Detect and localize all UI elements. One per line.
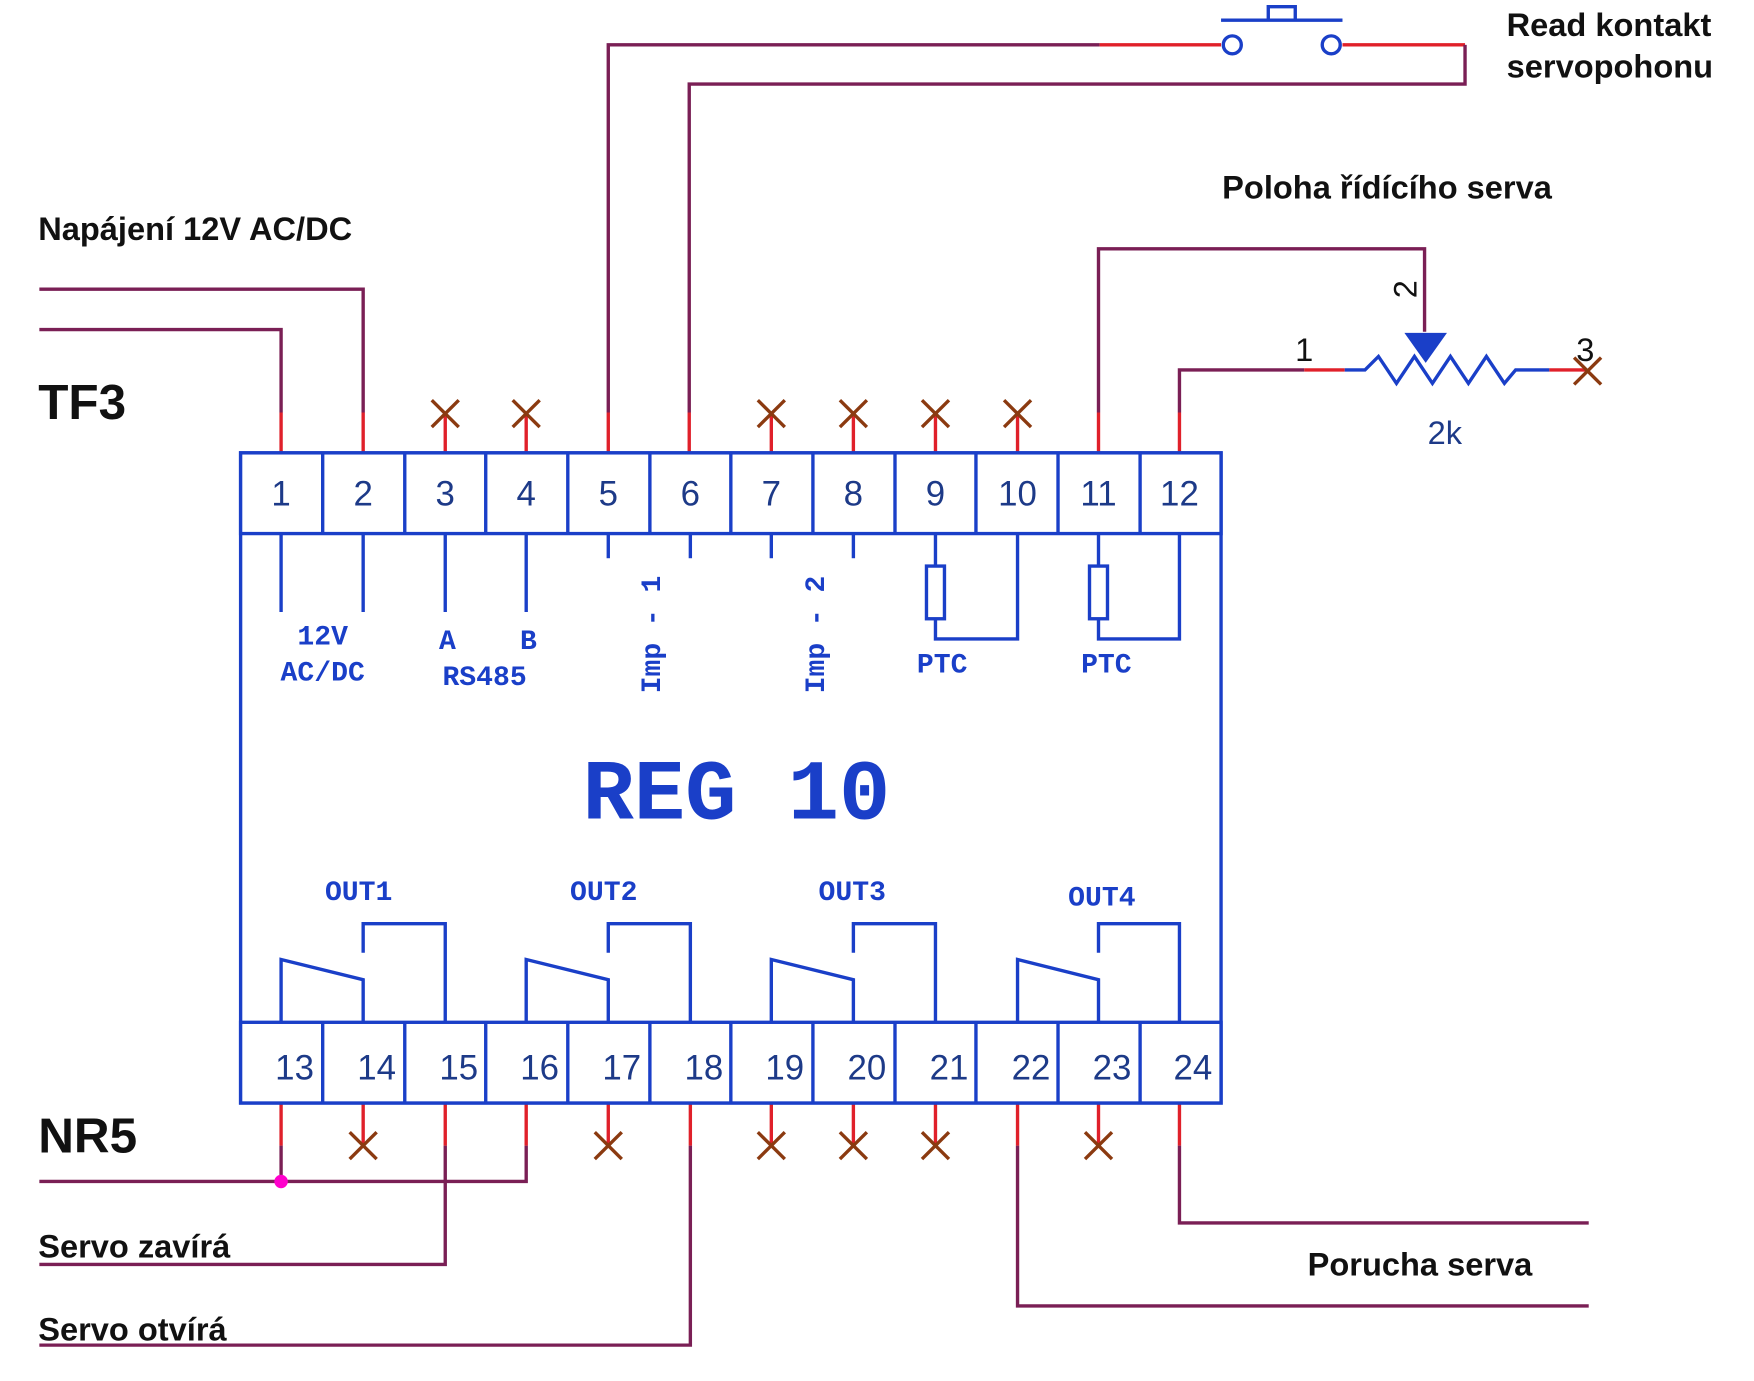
unused-marker-t4: [511, 398, 541, 429]
label-servo-closes: Servo zavírá: [38, 1229, 231, 1265]
relay-out1: [279, 921, 447, 1023]
label-out3: OUT3: [819, 878, 886, 909]
label-out1: OUT1: [325, 878, 392, 909]
unused-marker-t8: [838, 398, 869, 429]
unused-marker-t3: [430, 398, 460, 429]
terminal-3: 3: [436, 475, 455, 514]
unused-marker-t19: [756, 1130, 786, 1161]
potentiometer: [1344, 332, 1586, 387]
label-rs485-a: A: [439, 627, 456, 658]
device-title: REG 10: [583, 747, 891, 844]
terminal-19: 19: [765, 1049, 804, 1088]
reg10-device: [238, 451, 1223, 1105]
label-imp-1: Imp - 1: [638, 576, 669, 694]
unused-marker-t7: [756, 398, 786, 429]
wire-power-terminal-2: [39, 287, 365, 413]
read-contact-switch: [1221, 5, 1343, 56]
wire-power-terminal-1: [39, 327, 283, 413]
terminal-9: 9: [926, 475, 945, 514]
label-servo-fault: Porucha serva: [1308, 1247, 1534, 1283]
terminal-13: 13: [275, 1049, 314, 1088]
relay-out2: [524, 921, 693, 1023]
label-read-contact-2: servopohonu: [1507, 48, 1713, 84]
terminal-15: 15: [439, 1049, 478, 1088]
label-nr5: NR5: [38, 1108, 137, 1163]
label-ptc-1: PTC: [917, 651, 968, 682]
terminal-4: 4: [517, 475, 536, 514]
terminal-16: 16: [520, 1049, 559, 1088]
label-pot-value: 2k: [1428, 415, 1463, 451]
ptc-sensor-2: [1087, 533, 1182, 641]
unused-marker-t21: [920, 1130, 951, 1161]
unused-marker-t14: [348, 1130, 378, 1161]
wire-servo-opens: [39, 1145, 693, 1347]
terminal-14: 14: [357, 1049, 396, 1088]
label-power-12v: 12V: [297, 623, 348, 654]
terminal-2: 2: [353, 475, 372, 514]
label-servo-opens: Servo otvírá: [38, 1312, 227, 1348]
wire-servo-fault-terminal-22: [1015, 1145, 1589, 1308]
unused-marker-t17: [593, 1130, 623, 1161]
top-terminal-numbers: 1 2 3 4 5 6 7 8 9 10 11 12: [271, 475, 1198, 514]
wire-nr5-common: [39, 1145, 528, 1184]
ptc-sensor-1: [924, 533, 1020, 641]
terminal-10: 10: [998, 475, 1037, 514]
terminal-stubs: [279, 412, 1182, 1146]
terminal-22: 22: [1012, 1049, 1051, 1088]
label-pot-pin3: 3: [1576, 332, 1594, 368]
external-wiring: [39, 5, 1589, 1347]
unused-markers: [348, 356, 1603, 1161]
unused-marker-t23: [1083, 1130, 1114, 1161]
terminal-1: 1: [271, 475, 290, 514]
label-out2: OUT2: [570, 878, 637, 909]
label-out4: OUT4: [1068, 884, 1135, 915]
label-pot-pin1: 1: [1295, 332, 1313, 368]
relay-out3: [769, 921, 938, 1023]
terminal-5: 5: [599, 475, 618, 514]
junction-dot: [274, 1174, 288, 1189]
terminal-11: 11: [1080, 475, 1116, 514]
label-power-acdc: AC/DC: [281, 658, 365, 689]
label-imp-2: Imp - 2: [802, 576, 833, 694]
wire-servo-fault-terminal-24: [1177, 1145, 1589, 1225]
terminal-23: 23: [1093, 1049, 1132, 1088]
internal-labels: 12V AC/DC A B RS485 Imp - 1 Imp - 2 PTC …: [281, 576, 1136, 915]
unused-marker-t20: [838, 1130, 869, 1161]
label-ptc-2: PTC: [1081, 651, 1132, 682]
terminal-24: 24: [1174, 1049, 1213, 1088]
label-servo-position: Poloha řídícího serva: [1222, 169, 1553, 205]
terminal-17: 17: [602, 1049, 641, 1088]
unused-marker-t10: [1002, 398, 1033, 429]
wire-servo-closes: [39, 1145, 447, 1267]
wire-pot-pin1-terminal-12: [1177, 368, 1305, 413]
terminal-8: 8: [844, 475, 863, 514]
terminal-12: 12: [1160, 475, 1199, 514]
terminal-6: 6: [681, 475, 700, 514]
relay-out4: [1015, 921, 1182, 1023]
wire-pot-wiper-terminal-11: [1096, 247, 1427, 413]
external-labels: Napájení 12V AC/DC TF3 NR5 Servo zavírá …: [38, 7, 1713, 1348]
wire-read-contact-terminal-5: [606, 43, 1100, 413]
bottom-terminal-numbers: 13 14 15 16 17 18 19 20 21 22 23 24: [275, 1049, 1212, 1088]
label-pot-pin2: 2: [1388, 280, 1424, 298]
label-rs485: RS485: [442, 663, 526, 694]
terminal-20: 20: [847, 1049, 886, 1088]
label-tf3: TF3: [38, 375, 126, 430]
label-rs485-b: B: [520, 627, 537, 658]
terminal-18: 18: [684, 1049, 723, 1088]
terminal-7: 7: [762, 475, 781, 514]
device-body: [238, 451, 1223, 1105]
label-read-contact-1: Read kontakt: [1507, 7, 1712, 43]
label-power-supply: Napájení 12V AC/DC: [38, 211, 352, 247]
unused-marker-pot-pin3: [1572, 356, 1603, 386]
terminal-21: 21: [930, 1049, 969, 1088]
wire-read-contact-terminal-6: [687, 44, 1467, 413]
unused-marker-t9: [920, 398, 951, 429]
